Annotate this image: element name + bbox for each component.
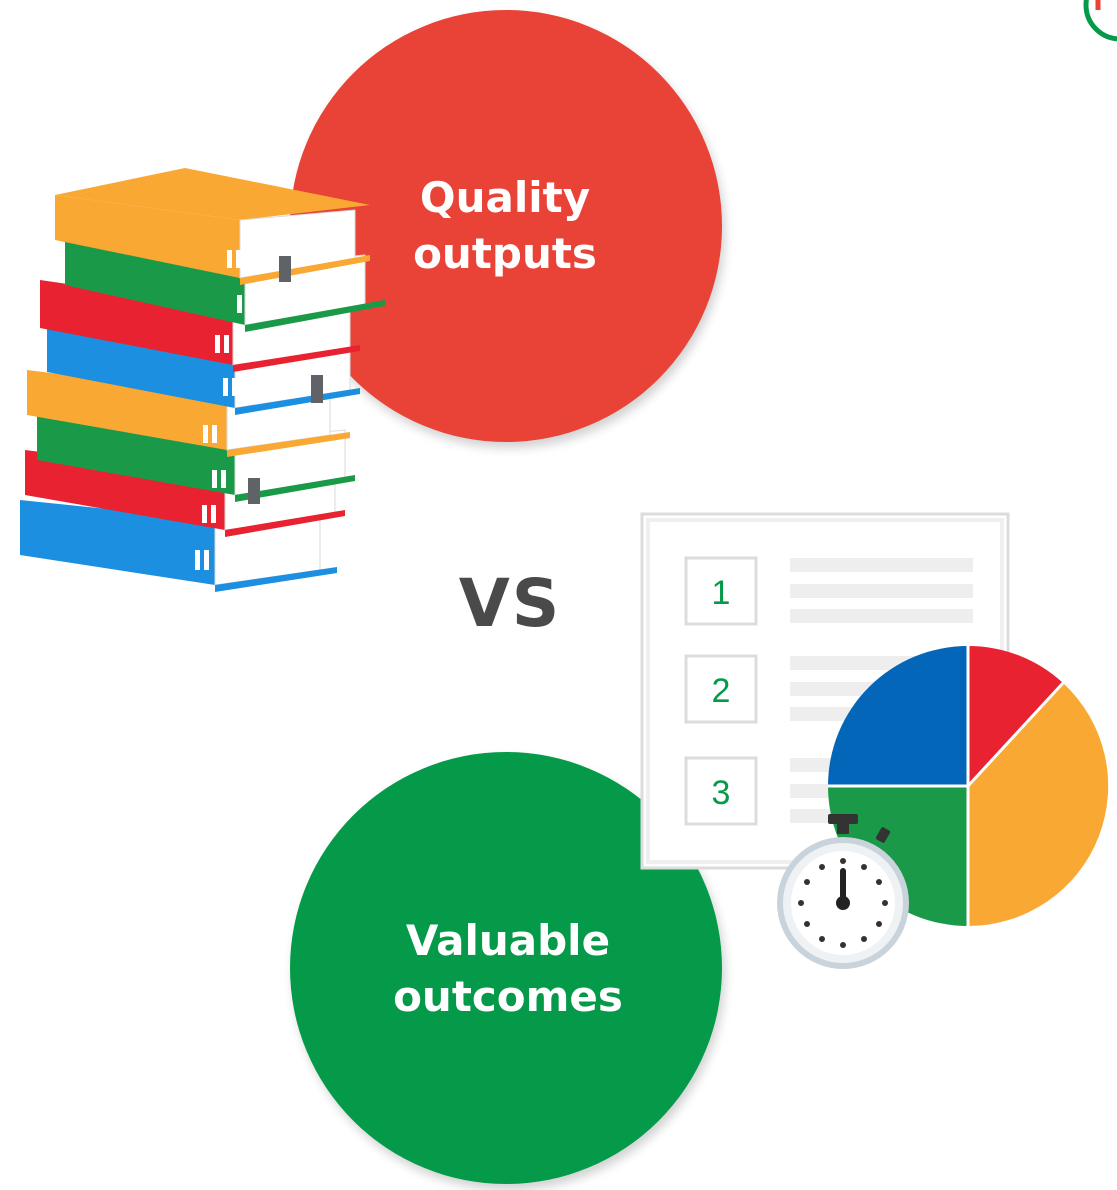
- quality-outputs-label: Quality outputs: [355, 170, 655, 282]
- versus-text: VS: [458, 565, 562, 642]
- quality-line2: outputs: [413, 229, 597, 278]
- logo-icon: [1083, 0, 1117, 42]
- value-line2: outcomes: [393, 972, 623, 1021]
- value-line1: Valuable: [405, 916, 611, 965]
- pie-chart-icon: [828, 645, 1109, 927]
- valuable-outcomes-label: Valuable outcomes: [358, 913, 658, 1025]
- pie-slice-blue: [828, 646, 968, 786]
- checklist-item-1: 1: [684, 556, 973, 626]
- book-1: [55, 168, 370, 285]
- pie-slice-green: [828, 786, 968, 926]
- checklist-number-1: 1: [712, 574, 731, 612]
- stopwatch-icon: [777, 814, 909, 969]
- books-stack-icon: [20, 168, 385, 592]
- quality-outputs-circle: [290, 10, 722, 442]
- quality-line1: Quality: [419, 173, 591, 222]
- pie-slice-orange: [968, 683, 1109, 927]
- checklist-number-2: 2: [712, 672, 731, 710]
- checklist-number-3: 3: [712, 774, 731, 812]
- pie-slice-red: [968, 645, 1063, 786]
